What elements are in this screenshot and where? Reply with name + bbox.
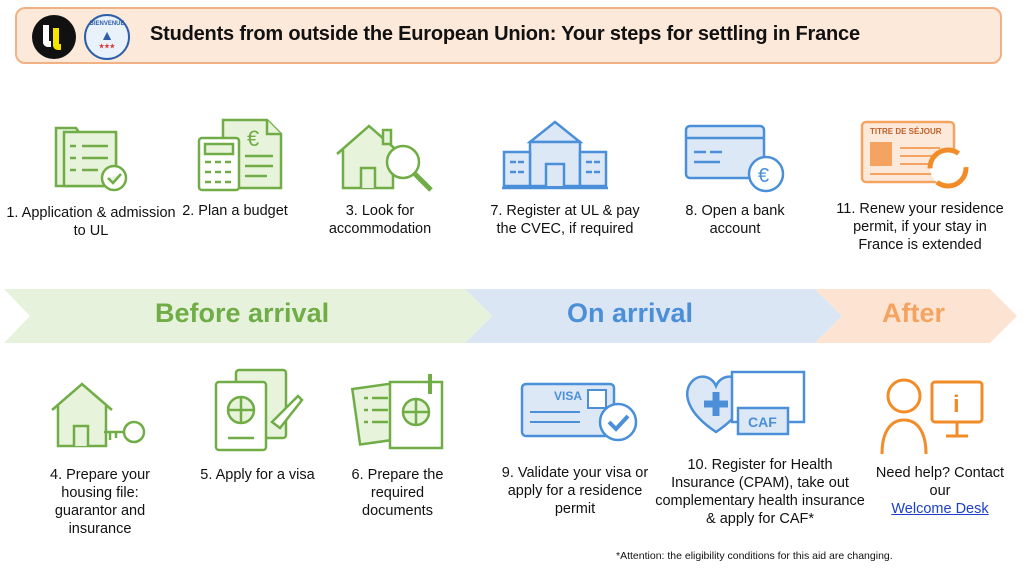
help-desk-icon: i bbox=[880, 378, 984, 455]
step-1-label: 1. Application & admission to UL bbox=[6, 205, 176, 239]
health-caf-icon: CAF bbox=[686, 370, 806, 436]
residence-permit-renew-icon: TITRE DE SÉJOUR bbox=[860, 120, 969, 189]
svg-text:€: € bbox=[758, 165, 769, 187]
step-4-label: 4. Prepare your housing file: guarantor … bbox=[50, 467, 150, 537]
page-title: Students from outside the European Union… bbox=[150, 23, 860, 45]
svg-text:TITRE DE SÉJOUR: TITRE DE SÉJOUR bbox=[870, 127, 942, 136]
house-key-icon bbox=[51, 382, 146, 448]
svg-text:€: € bbox=[247, 126, 259, 151]
bienvenue-en-france-logo: BIENVENUE▲★★★ bbox=[84, 14, 130, 60]
calculator-budget-icon: € bbox=[197, 118, 283, 192]
on-arrival-arrow bbox=[465, 289, 842, 343]
bank-card-euro-icon: € bbox=[684, 124, 785, 193]
step-9-label: 9. Validate your visa or apply for a res… bbox=[501, 465, 649, 517]
university-logo bbox=[32, 15, 76, 59]
phase-on-arrival: On arrival bbox=[567, 298, 694, 328]
footnote: *Attention: the eligibility conditions f… bbox=[616, 550, 893, 562]
after-arrow bbox=[815, 289, 1017, 343]
visa-check-icon: VISA bbox=[520, 382, 638, 442]
svg-text:i: i bbox=[953, 391, 960, 418]
step-11-label: 11. Renew your residence permit, if your… bbox=[836, 201, 1004, 253]
before-arrival-arrow bbox=[4, 289, 492, 343]
svg-text:VISA: VISA bbox=[554, 389, 582, 403]
phase-before-arrival: Before arrival bbox=[155, 298, 330, 328]
welcome-desk-link[interactable]: Welcome Desk bbox=[891, 501, 989, 517]
step-2-label: 2. Plan a budget bbox=[182, 203, 288, 219]
step-7-label: 7. Register at UL & pay the CVEC, if req… bbox=[490, 203, 640, 237]
step-6-label: 6. Prepare the required documents bbox=[351, 467, 444, 519]
svg-text:CAF: CAF bbox=[748, 414, 777, 430]
application-form-icon bbox=[54, 126, 128, 192]
passport-plane-icon bbox=[214, 368, 304, 452]
step-8-label: 8. Open a bank account bbox=[685, 203, 785, 237]
header-banner: BIENVENUE▲★★★ Students from outside the … bbox=[15, 7, 1002, 64]
step-3-label: 3. Look for accommodation bbox=[328, 203, 432, 237]
documents-icon bbox=[350, 374, 444, 450]
help-label: Need help? Contact our bbox=[875, 465, 1005, 499]
timeline-band bbox=[4, 289, 1017, 343]
university-building-icon bbox=[502, 120, 608, 190]
step-10-label: 10. Register for Health Insurance (CPAM)… bbox=[655, 457, 865, 527]
step-5-label: 5. Apply for a visa bbox=[200, 467, 315, 483]
house-search-icon bbox=[336, 124, 433, 192]
phase-after: After bbox=[882, 298, 946, 328]
